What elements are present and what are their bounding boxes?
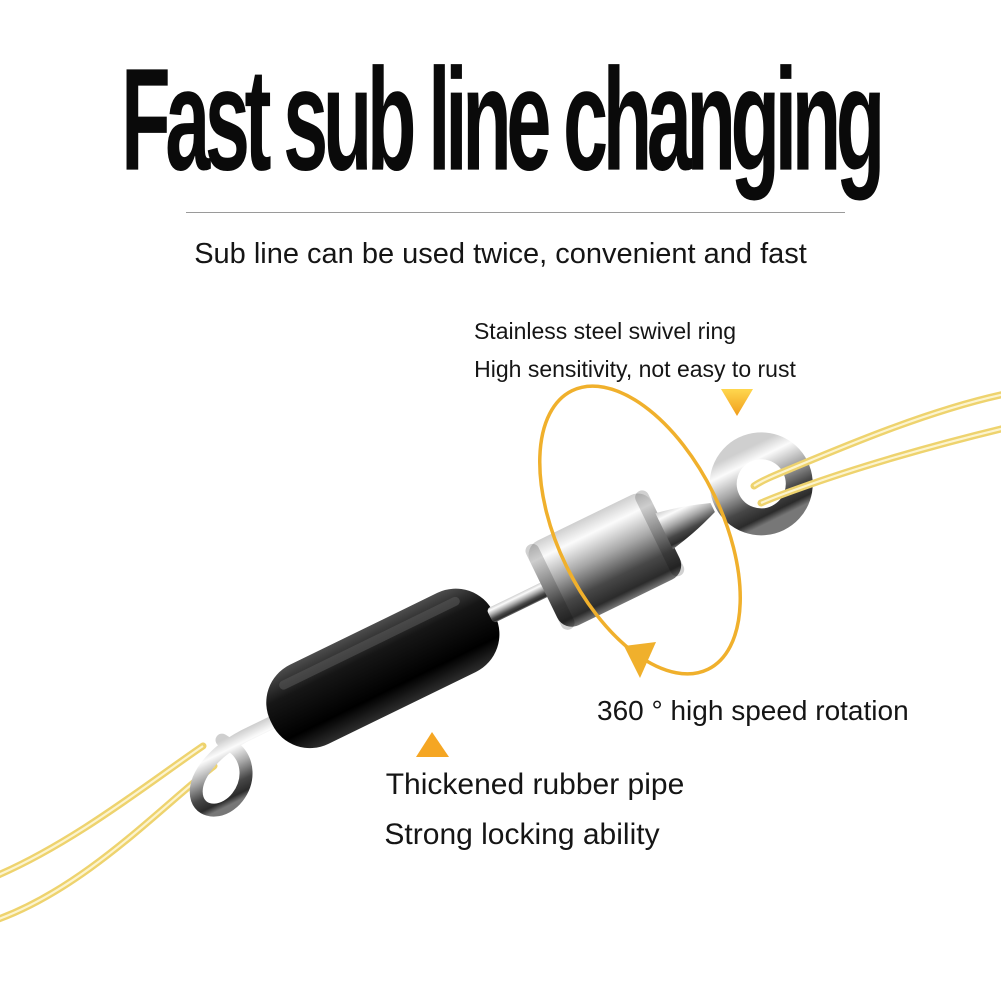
divider [186,212,845,213]
fishing-line-strand-core [760,427,1001,505]
fishing-line-strand [0,762,218,923]
callout-rubber-pipe-line1: Thickened rubber pipe [385,768,685,801]
page-title: Fast sub line changing [121,39,885,202]
swivel-barrel [528,493,682,627]
callout-rotation-label: 360 ° high speed rotation [597,695,909,726]
ring-neck [655,503,715,550]
swivel-assembly [189,432,813,817]
callout-swivel-ring-line2: High sensitivity, not easy to rust [474,356,796,382]
rotation-arrowhead [624,642,656,678]
fishing-line-bottom [0,742,218,923]
barrel-end-cap [525,543,575,630]
fishing-line-strand-core [753,393,1001,487]
rubber-sleeve [266,588,500,749]
up-pointer-icon [416,732,449,757]
rotation-arrow [538,384,742,678]
fishing-line-strand-core [0,745,204,876]
down-pointer-icon [721,389,753,416]
callout-swivel-ring-line1: Stainless steel swivel ring [473,318,737,344]
rubber-sleeve-highlight [279,596,460,690]
rotation-arrow-ellipse [538,384,742,676]
quick-change-hook [189,707,295,817]
barrel-end-cap [635,490,685,577]
page-subtitle: Sub line can be used twice, convenient a… [194,238,807,270]
callout-rubber-pipe-line2: Strong locking ability [384,818,660,851]
swivel-pin [487,581,552,623]
fishing-line-top [750,391,1001,507]
